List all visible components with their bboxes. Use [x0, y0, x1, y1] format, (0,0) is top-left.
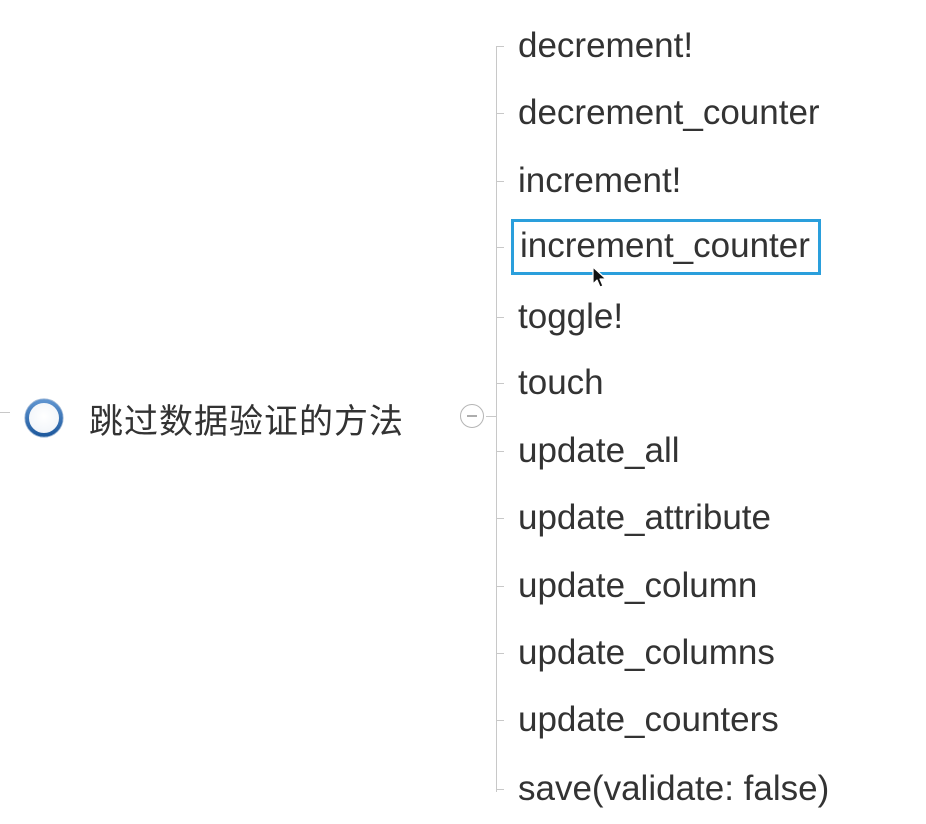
subtopic-label: decrement!	[518, 26, 694, 65]
subtopic-item[interactable]: update_columns	[496, 628, 775, 678]
subtopic-label: update_columns	[518, 633, 775, 672]
central-topic[interactable]: 跳过数据验证的方法	[24, 392, 404, 444]
subtopic-label: save(validate: false)	[518, 769, 830, 808]
progress-circle-icon	[24, 398, 64, 438]
item-connector	[496, 316, 504, 318]
subtopic-item[interactable]: save(validate: false)	[496, 764, 829, 814]
subtopic-label: increment!	[518, 161, 682, 200]
subtopic-item[interactable]: increment!	[496, 156, 681, 206]
subtopic-label: touch	[518, 363, 604, 402]
drag-handle-icon[interactable]: ••••	[510, 208, 520, 218]
subtopic-item[interactable]: decrement!	[496, 21, 693, 71]
item-connector	[496, 382, 504, 384]
collapse-toggle-button[interactable]	[459, 403, 485, 429]
subtopic-item[interactable]: update_all	[496, 426, 680, 476]
subtopic-label[interactable]: increment_counter	[511, 219, 821, 275]
item-connector	[496, 45, 504, 47]
subtopic-item[interactable]: toggle!	[496, 292, 623, 342]
subtopic-label: decrement_counter	[518, 93, 820, 132]
item-connector	[496, 180, 504, 182]
subtopic-item[interactable]: update_attribute	[496, 493, 771, 543]
parent-connector	[0, 412, 10, 413]
subtopic-item[interactable]: touch	[496, 358, 604, 408]
subtopic-label: update_attribute	[518, 498, 771, 537]
item-connector	[496, 112, 504, 114]
item-connector	[496, 788, 504, 790]
subtopic-item[interactable]: update_counters	[496, 695, 779, 745]
subtopic-item-selected[interactable]: increment_counter	[496, 219, 821, 275]
item-connector	[496, 246, 504, 248]
resize-handle-icon[interactable]: ‹›	[839, 208, 845, 218]
subtopic-label: toggle!	[518, 297, 624, 336]
branch-stem	[486, 416, 496, 417]
subtopic-label: update_counters	[518, 700, 779, 739]
branch-line	[496, 46, 497, 792]
subtopic-item[interactable]: decrement_counter	[496, 88, 820, 138]
item-connector	[496, 450, 504, 452]
item-connector	[496, 517, 504, 519]
item-connector	[496, 585, 504, 587]
subtopic-label: update_all	[518, 431, 680, 470]
item-connector	[496, 652, 504, 654]
item-connector	[496, 719, 504, 721]
collapse-icon	[460, 404, 484, 428]
central-topic-label: 跳过数据验证的方法	[89, 401, 404, 442]
subtopic-item[interactable]: update_column	[496, 561, 757, 611]
subtopic-label: update_column	[518, 566, 758, 605]
